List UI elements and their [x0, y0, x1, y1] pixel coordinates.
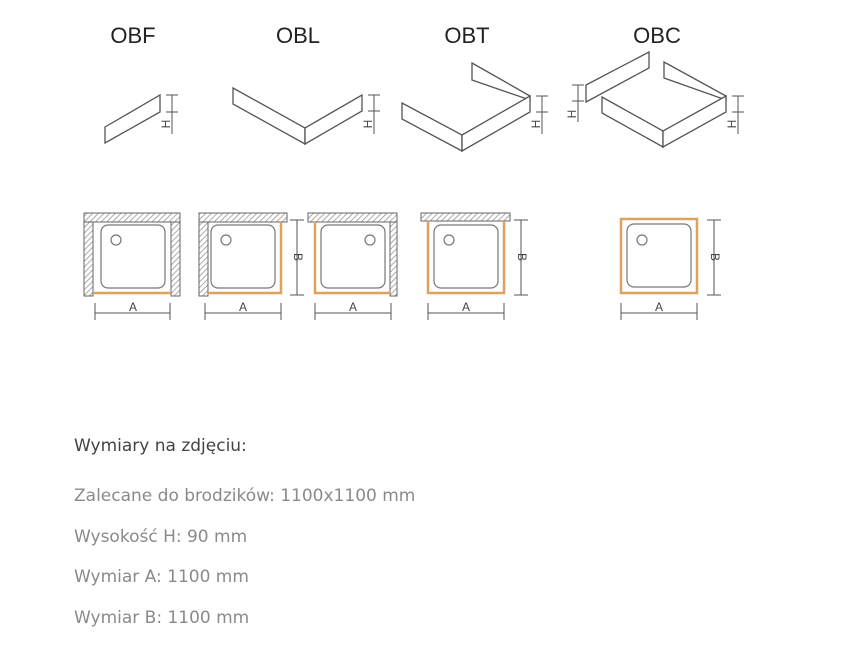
- height-label: H: [529, 120, 543, 129]
- front-panel: [601, 95, 664, 149]
- drain-icon: [110, 234, 122, 246]
- drain-icon: [364, 234, 376, 246]
- obt-plan: A B: [420, 212, 529, 320]
- dimension-b-spec: Wymiar B: 1100 mm: [74, 608, 250, 628]
- height-label: H: [361, 120, 375, 129]
- wall: [198, 221, 209, 297]
- wall: [83, 212, 181, 223]
- panel-highlight: [426, 221, 506, 295]
- side-panel: [461, 94, 531, 153]
- variant-label-obt: OBT: [444, 23, 489, 48]
- obc-plan: A B: [619, 217, 722, 320]
- recommended-tray-size: Zalecane do brodzików: 1100x1100 mm: [74, 486, 416, 506]
- variant-label-obf: OBF: [110, 23, 155, 48]
- back-panel: [585, 50, 650, 104]
- width-label: A: [462, 300, 470, 314]
- front-panel: [104, 93, 161, 145]
- shower-tray: [100, 224, 166, 289]
- depth-label: B: [291, 253, 305, 261]
- wall: [389, 221, 398, 297]
- depth-label: B: [515, 253, 529, 261]
- obl-plan-right: A: [307, 212, 398, 320]
- shower-tray: [626, 223, 692, 288]
- panel-highlight: [313, 222, 390, 295]
- variant-label-obc: OBC: [633, 23, 681, 48]
- shower-tray: [210, 224, 276, 289]
- wall: [420, 212, 511, 222]
- wall: [198, 212, 288, 223]
- front-panel: [232, 86, 306, 146]
- shower-tray: [320, 224, 386, 289]
- obl-plan-left: A B: [198, 212, 305, 320]
- back-side-panel: [471, 61, 531, 101]
- side-panel: [662, 94, 727, 149]
- width-label: A: [655, 300, 663, 314]
- obf-plan: A: [83, 212, 181, 320]
- dimension-a-spec: Wymiar A: 1100 mm: [74, 567, 249, 587]
- panel-highlight: [619, 217, 699, 295]
- width-label: A: [129, 300, 137, 314]
- height-label: H: [159, 120, 173, 129]
- height-label: H: [725, 120, 739, 129]
- obt-isometric: H: [401, 61, 548, 153]
- width-label: A: [239, 300, 247, 314]
- front-panel: [401, 101, 463, 153]
- height-spec: Wysokość H: 90 mm: [74, 527, 248, 547]
- variant-label-obl: OBL: [276, 23, 320, 48]
- drain-icon: [636, 234, 648, 246]
- drain-icon: [220, 234, 232, 246]
- back-side-panel: [663, 60, 727, 101]
- panel-highlight: [208, 222, 283, 295]
- drain-icon: [443, 234, 455, 246]
- height-label: H: [565, 110, 579, 119]
- wall: [307, 212, 398, 223]
- shower-tray: [433, 224, 499, 289]
- obf-isometric: H: [104, 93, 178, 145]
- depth-label: B: [708, 253, 722, 261]
- side-panel: [304, 93, 363, 146]
- wall: [170, 221, 181, 297]
- obl-isometric: H: [232, 86, 380, 146]
- dimensions-heading: Wymiary na zdjęciu:: [74, 436, 247, 456]
- wall: [83, 221, 94, 297]
- width-label: A: [349, 300, 357, 314]
- obc-isometric: H H: [565, 50, 744, 149]
